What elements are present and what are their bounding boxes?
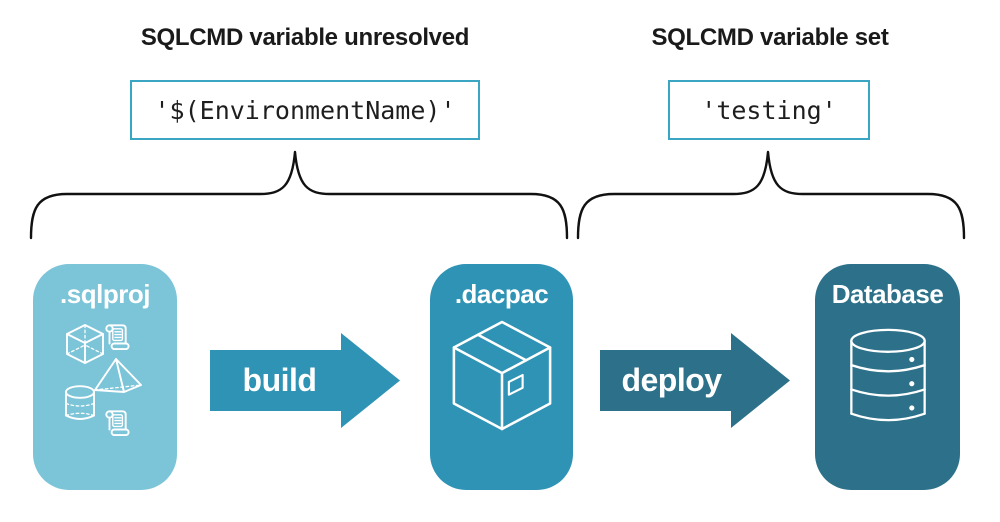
package-icon (452, 320, 551, 431)
left-curly-brace (29, 150, 569, 240)
build-arrow-label: build (242, 362, 317, 398)
node-database: Database (815, 264, 960, 490)
node-sqlproj-label: .sqlproj (60, 279, 150, 309)
node-database-label: Database (831, 279, 944, 309)
node-sqlproj: .sqlproj (33, 264, 177, 490)
heading-sqlcmd-set: SQLCMD variable set (651, 24, 889, 51)
right-curly-brace (576, 150, 966, 240)
code-box-set: 'testing' (668, 80, 870, 140)
deploy-arrow (600, 333, 790, 428)
heading-sqlcmd-unresolved: SQLCMD variable unresolved (140, 24, 470, 51)
node-dacpac: .dacpac (430, 264, 573, 490)
node-dacpac-label: .dacpac (454, 279, 549, 309)
database-icon (849, 328, 926, 422)
code-text-testing: 'testing' (701, 95, 837, 125)
deploy-arrow-label: deploy (621, 362, 722, 398)
build-arrow (210, 333, 400, 428)
code-box-unresolved: '$(EnvironmentName)' (130, 80, 480, 140)
sql-objects-icon (65, 324, 142, 437)
code-text-environment-name: '$(EnvironmentName)' (154, 95, 456, 125)
